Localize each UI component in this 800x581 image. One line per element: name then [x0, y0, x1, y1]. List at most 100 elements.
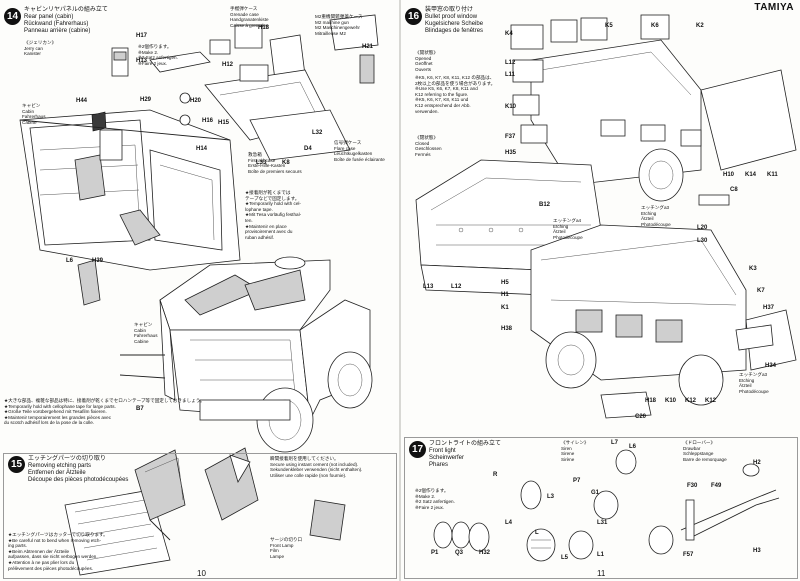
part-label: H20 [190, 98, 202, 104]
cabin-label-lower: キャビン Cabin Fahrerhaus Cabine [134, 322, 158, 344]
part-label: L4 [505, 520, 513, 526]
large-parts-note: ★大きな部品、複雑な部品は特に、接着剤が乾くまでセロハンテープ等で固定しておきま… [4, 398, 205, 426]
equipment-drawing [111, 14, 379, 161]
part-label: H32 [479, 550, 491, 556]
mg-ammo-label: M2重機関銃弾薬ケース M2 machine gun M2 Maschineng… [315, 14, 363, 36]
right-page: TAMIYA [401, 0, 800, 581]
opened-windows-drawing [510, 14, 797, 206]
part-label: H18 [258, 25, 270, 31]
part-label: L33 [256, 160, 267, 166]
part-label: L12 [505, 60, 516, 66]
page-gutter [399, 0, 401, 581]
part-label: L1 [597, 552, 605, 558]
etching-instructions: ★エッチングパーツはカッターで切り取ります。 ★Be careful not t… [8, 532, 108, 571]
part-label: Q3 [455, 550, 464, 556]
part-label: H10 [723, 172, 735, 178]
closed-label: 《閉状態》 Closed Geschlossen Fermés [415, 135, 442, 157]
part-label: F49 [711, 483, 722, 489]
part-label: K3 [749, 266, 757, 272]
part-label: H39 [92, 258, 104, 264]
part-label: H16 [202, 118, 214, 124]
step-15-badge: 15 [8, 456, 25, 473]
part-label: K7 [757, 288, 765, 294]
first-aid-label: 救急箱 First aid case Erste-Hilfe-Kasten Bo… [248, 152, 302, 174]
cabin-truck-drawing [119, 256, 373, 453]
etching-part-labels: サージの切り口 Front Lamp Film Lampe [270, 537, 303, 559]
make-two-note: ※2個作ります。 ※Make 2. ※2 Satz anfertigen. ※F… [138, 44, 178, 66]
part-label: K6 [651, 23, 659, 29]
step15-frame [3, 453, 397, 579]
part-label: K12 [705, 398, 717, 404]
part-label: K10 [505, 104, 517, 110]
step-14-title: キャビンリヤパネルの組み立て Rear panel (cabin) Rückwa… [24, 7, 108, 34]
part-label: L32 [312, 130, 323, 136]
part-label: H3 [753, 548, 761, 554]
opened-label: 《開状態》 Opened Geöffnet Ouverts [415, 50, 438, 72]
etching-a3-label: エッチングa3 Etching Ätzteil Photodécoupe [641, 205, 671, 227]
part-label: H21 [362, 44, 374, 50]
drawbar-label: 《ドローバー》 Drawbar Schleppstange Barre de r… [683, 440, 727, 462]
part-label: L6 [66, 258, 74, 264]
rear-panel-drawing [19, 109, 241, 306]
part-label: K2 [696, 23, 704, 29]
part-label: P7 [573, 478, 581, 484]
page-number-left: 10 [197, 569, 206, 578]
part-label: C8 [730, 187, 738, 193]
siren-label: 《サイレン》 Siren Sirene Sirène [561, 440, 589, 462]
step-16-title: 装甲窓の取り付け Bullet proof window Kugelsicher… [425, 7, 484, 34]
make-two-front-light: ※2個作ります。 ※Make 2. ※2 Satz anfertigen. ※F… [415, 488, 455, 510]
part-label: H38 [501, 326, 513, 332]
part-label: H44 [76, 98, 88, 104]
part-label: F30 [687, 483, 698, 489]
part-label: H37 [763, 305, 775, 311]
step-15-title: エッチングパーツの切り取り Removing etching parts Ent… [28, 456, 129, 483]
part-label: K5 [605, 23, 613, 29]
grenade-case-label: 手榴弾ケース Grenade case Handgranatenkiste Ca… [230, 6, 269, 28]
part-label: H13 [136, 58, 148, 64]
part-label: K8 [282, 160, 290, 166]
part-label: B7 [136, 406, 144, 412]
cabin-label-top: キャビン Cabin Fahrerhaus Cabine [22, 103, 46, 125]
etching-frame-drawing [64, 447, 346, 576]
part-label: K1 [501, 305, 509, 311]
step-16-badge: 16 [405, 8, 422, 25]
flare-case-label: 信号弾ケース Flare case Leuchtkugelkasten Boît… [334, 140, 385, 162]
window-parts-note: ※K5, K6, K7, K8, K11, K12 の部品は、 2枚以上の部品を… [415, 75, 496, 114]
brand-logo: TAMIYA [754, 2, 794, 13]
step-14-badge: 14 [4, 8, 21, 25]
step-17-title: フロントライトの組み立て Front light Scheinwerfer Ph… [429, 441, 502, 468]
part-label: B12 [539, 202, 551, 208]
part-label: P1 [431, 550, 439, 556]
part-label: K14 [745, 172, 757, 178]
part-label: H29 [140, 97, 152, 103]
part-label: H15 [218, 120, 230, 126]
jerry-can-label: 《ジェリカン》 Jerry can Kanister [24, 40, 57, 57]
part-label: L3 [547, 494, 555, 500]
lower-truck-drawing [530, 224, 797, 419]
front-light-drawing [433, 449, 780, 562]
part-label: F37 [505, 134, 516, 140]
part-label: H35 [505, 150, 517, 156]
step-17-badge: 17 [409, 441, 426, 458]
part-label: K12 [685, 398, 697, 404]
part-label: H34 [765, 363, 777, 369]
part-label: L11 [505, 72, 516, 78]
part-label: L20 [697, 225, 708, 231]
part-label: L [535, 530, 539, 536]
part-label: H14 [196, 146, 208, 152]
part-label: L7 [611, 440, 619, 446]
etching-a4-label: エッチングa4 Etching Ätzteil Photodécoupe [553, 218, 583, 240]
part-label: L12 [451, 284, 462, 290]
part-label: D4 [304, 146, 312, 152]
part-label: L31 [597, 520, 608, 526]
part-label: K11 [767, 172, 778, 178]
part-label: K10 [665, 398, 677, 404]
part-label: H18 [645, 398, 657, 404]
etching-a3b-label: エッチングa3 Etching Ätzteil Photodécoupe [739, 372, 769, 394]
left-page-drawings [19, 14, 379, 576]
part-label: H1 [501, 292, 509, 298]
part-label: H17 [136, 33, 148, 39]
instant-cement-note: 瞬間接着剤を使用してください。 Secure using instant cem… [270, 456, 363, 478]
part-label: L30 [697, 238, 708, 244]
part-label: R [493, 472, 498, 478]
